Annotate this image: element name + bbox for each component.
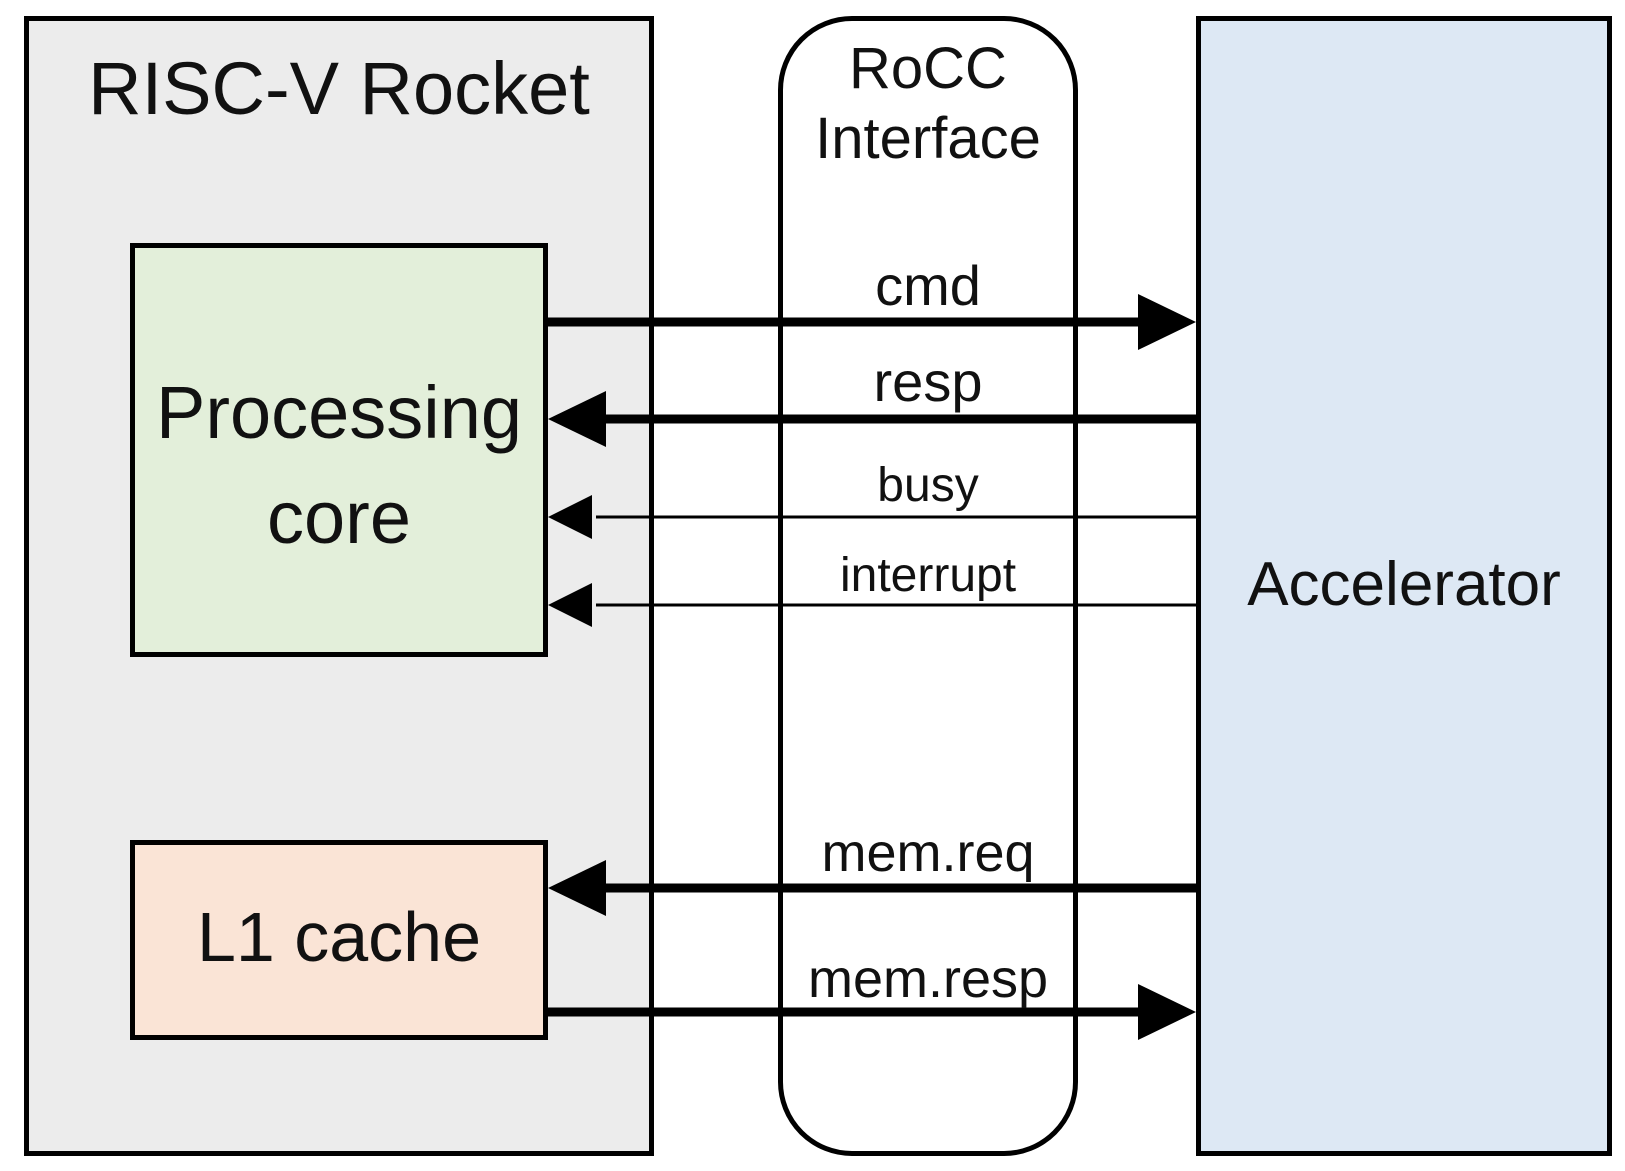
arrow-busy — [548, 495, 1196, 539]
rocc-title-line1: RoCC — [849, 36, 1007, 101]
processing-core-block — [130, 243, 548, 657]
rocc-title-line2: Interface — [815, 105, 1041, 171]
arrow-resp — [548, 391, 1196, 447]
accelerator-block — [1196, 16, 1612, 1156]
signal-label-busy: busy — [877, 459, 979, 512]
arrow-mem-req — [548, 860, 1196, 916]
signal-label-resp: resp — [873, 350, 983, 413]
signal-label-interrupt: interrupt — [839, 549, 1017, 602]
arrow-cmd — [548, 294, 1196, 350]
signal-label-cmd: cmd — [875, 254, 981, 317]
accelerator-label: Accelerator — [1247, 550, 1561, 619]
processing-core-label: Processing core — [130, 360, 548, 570]
arrow-mem-resp — [548, 984, 1196, 1040]
rocc-interface-title: RoCC Interface — [778, 34, 1078, 173]
l1-cache-label: L1 cache — [196, 898, 482, 976]
processing-core-label-line2: core — [267, 476, 411, 560]
rocc-interface-block — [778, 16, 1078, 1156]
l1-cache-block — [130, 840, 548, 1040]
processing-core-label-line1: Processing — [155, 371, 523, 454]
arrow-interrupt — [548, 583, 1196, 627]
rocket-title: RISC-V Rocket — [88, 47, 590, 130]
signal-label-mem-req: mem.req — [821, 823, 1035, 883]
signal-label-mem-resp: mem.resp — [807, 949, 1049, 1009]
